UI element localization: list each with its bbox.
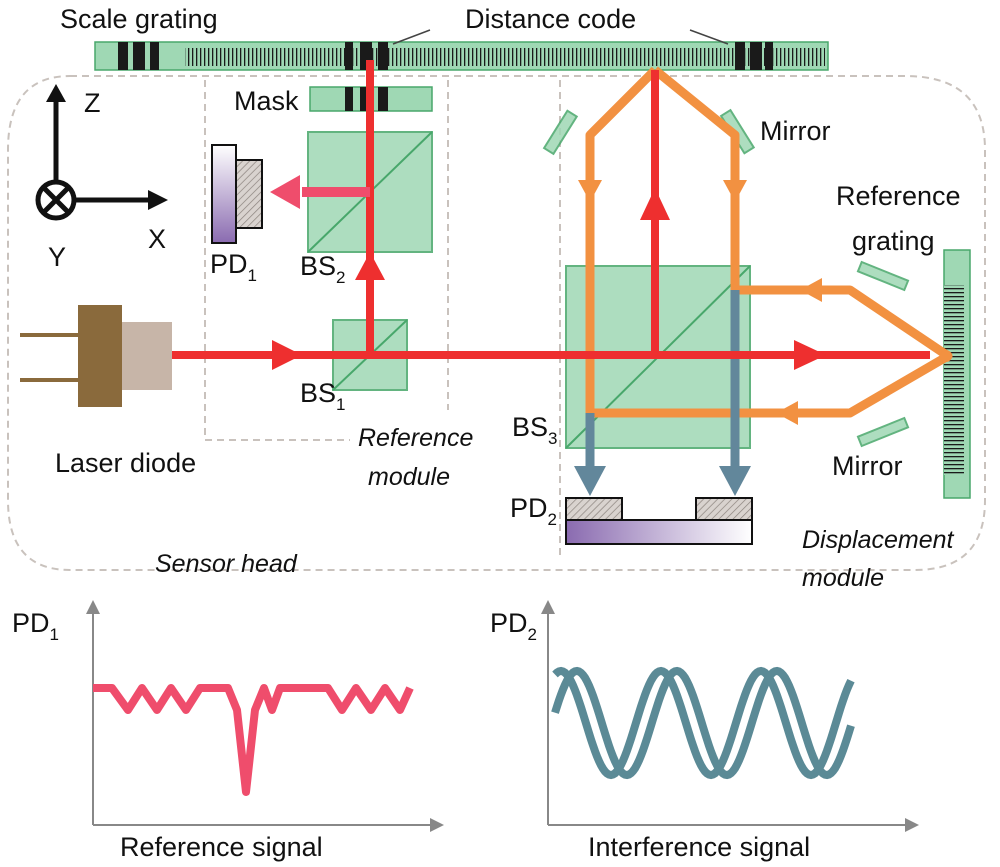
bs1-label: BS1 xyxy=(300,378,346,414)
distance-code-marks xyxy=(118,42,773,70)
axis-y-label: Y xyxy=(48,242,66,272)
arrowhead-icon xyxy=(430,818,444,832)
displacement-module-label-2: module xyxy=(802,564,884,592)
pd2-label: PD2 xyxy=(510,493,557,529)
distance-code-label: Distance code xyxy=(465,4,636,34)
arrowhead-icon xyxy=(905,818,919,832)
pd1-label: PD1 xyxy=(210,249,257,285)
reference-signal-plot: PD1 Reference signal xyxy=(12,600,444,862)
sensor-head-outline xyxy=(7,75,986,571)
arrowhead-icon xyxy=(270,175,952,370)
distance-code-leader xyxy=(392,29,431,45)
axis-z-label: Z xyxy=(84,88,101,118)
laser-diode-icon xyxy=(20,305,172,407)
mirror-lower xyxy=(856,416,910,448)
laser-diode-label: Laser diode xyxy=(55,448,196,478)
reference-grating-label-2: grating xyxy=(852,226,935,256)
bs2-label: BS2 xyxy=(300,251,346,287)
photodiode-icon xyxy=(565,497,753,545)
scale-grating-label: Scale grating xyxy=(60,4,218,34)
interference-trace-1 xyxy=(552,666,855,780)
y-into-page-icon xyxy=(35,179,77,221)
reference-module-label-2: module xyxy=(368,463,450,491)
plot-left-ylabel: PD1 xyxy=(12,608,59,644)
interference-trace-2 xyxy=(551,666,855,780)
axis-arrows-icon xyxy=(35,84,168,221)
reference-grating xyxy=(943,249,971,499)
distance-code-leader xyxy=(689,29,729,45)
steel-beams xyxy=(585,290,740,470)
mirror-bottom-label: Mirror xyxy=(832,451,902,481)
arrowhead-icon xyxy=(574,466,751,496)
axis-x-label: X xyxy=(148,224,166,254)
mirror-top-left xyxy=(542,109,579,156)
reference-module-label-1: Reference xyxy=(358,424,473,452)
bs3-label: BS3 xyxy=(512,412,558,448)
reference-signal-trace xyxy=(93,684,414,796)
arrowhead-icon xyxy=(578,180,822,425)
scale-grating xyxy=(94,29,829,71)
reference-grating-label-1: Reference xyxy=(836,181,961,211)
plot-left-xlabel: Reference signal xyxy=(120,832,323,862)
plot-right-ylabel: PD2 xyxy=(490,608,537,644)
interference-signal-plot: PD2 Interference signal xyxy=(490,600,919,862)
plot-right-xlabel: Interference signal xyxy=(588,832,810,862)
displacement-module-label-1: Displacement xyxy=(802,526,955,554)
mask-label: Mask xyxy=(234,86,299,116)
arrowhead-icon xyxy=(541,600,555,614)
arrowhead-icon xyxy=(86,600,100,614)
mirror-top-label: Mirror xyxy=(760,116,830,146)
photodiode-icon xyxy=(211,144,263,244)
sensor-head-label: Sensor head xyxy=(155,550,298,578)
mirror-upper xyxy=(856,260,910,292)
